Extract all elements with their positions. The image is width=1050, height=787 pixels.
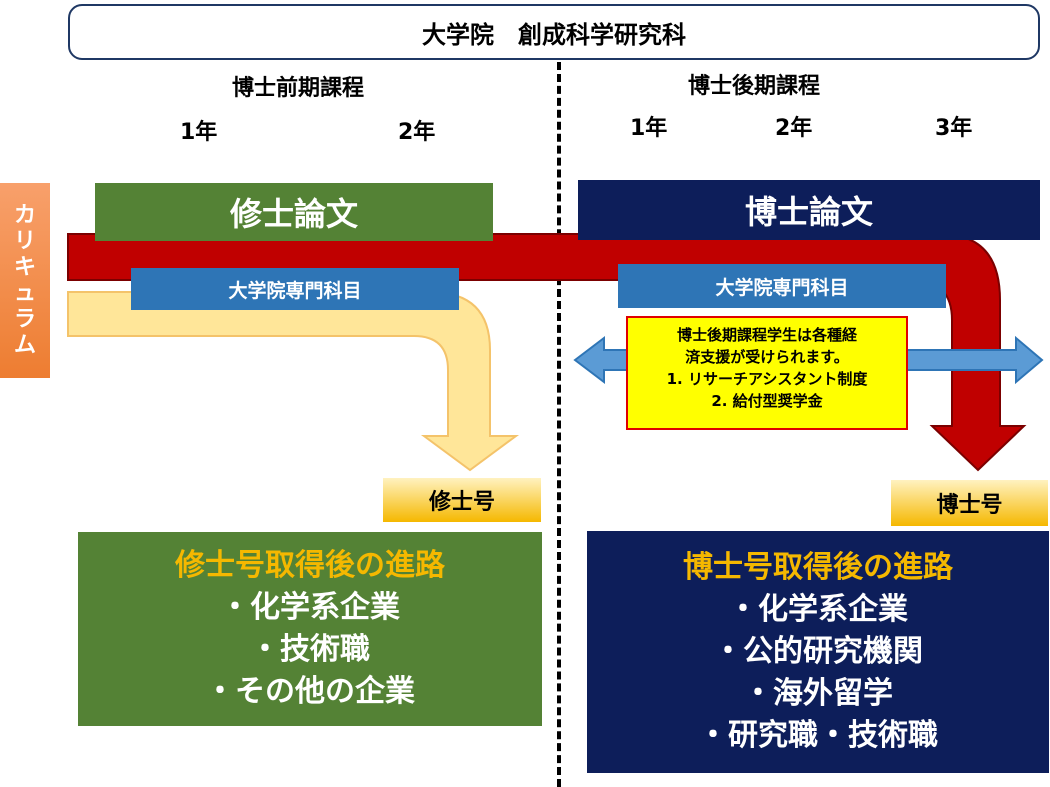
master-year-2: 2年	[398, 120, 436, 145]
doctor-year-3: 3年	[935, 116, 973, 141]
page-title: 大学院 創成科学研究科	[422, 20, 686, 49]
doctor-degree-label: 博士号	[891, 480, 1048, 526]
master-career-box: 修士号取得後の進路 ・化学系企業 ・技術職 ・その他の企業	[78, 532, 542, 726]
career-item: ・公的研究機関	[713, 634, 923, 669]
master-year-1: 1年	[180, 120, 218, 145]
career-item: ・化学系企業	[220, 590, 400, 625]
career-item: ・研究職・技術職	[698, 718, 938, 753]
career-item: ・海外留学	[743, 676, 893, 711]
master-career-title: 修士号取得後の進路	[175, 548, 445, 583]
curriculum-label: カ リ キ ュ ラ ム	[0, 183, 50, 378]
doctor-career-title: 博士号取得後の進路	[683, 550, 953, 585]
career-item: ・化学系企業	[728, 592, 908, 627]
course-divider	[557, 62, 561, 787]
doctor-thesis-box: 博士論文	[578, 180, 1040, 240]
doctor-career-box: 博士号取得後の進路 ・化学系企業 ・公的研究機関 ・海外留学 ・研究職・技術職	[587, 531, 1049, 773]
doctor-year-2: 2年	[775, 116, 813, 141]
master-thesis-box: 修士論文	[95, 183, 493, 241]
career-item: ・その他の企業	[205, 674, 415, 709]
doctor-courses-box: 大学院専門科目	[618, 264, 946, 308]
title-box: 大学院 創成科学研究科	[68, 4, 1040, 60]
master-course-header: 博士前期課程	[232, 76, 365, 101]
master-degree-label: 修士号	[383, 478, 541, 522]
financial-support-note: 博士後期課程学生は各種経 済支援が受けられます。 1. リサーチアシスタント制度…	[626, 316, 908, 430]
master-flow-arrow	[67, 291, 520, 472]
doctor-course-header: 博士後期課程	[688, 74, 821, 99]
doctor-year-1: 1年	[630, 116, 668, 141]
career-item: ・技術職	[250, 632, 370, 667]
master-courses-box: 大学院専門科目	[131, 268, 459, 310]
